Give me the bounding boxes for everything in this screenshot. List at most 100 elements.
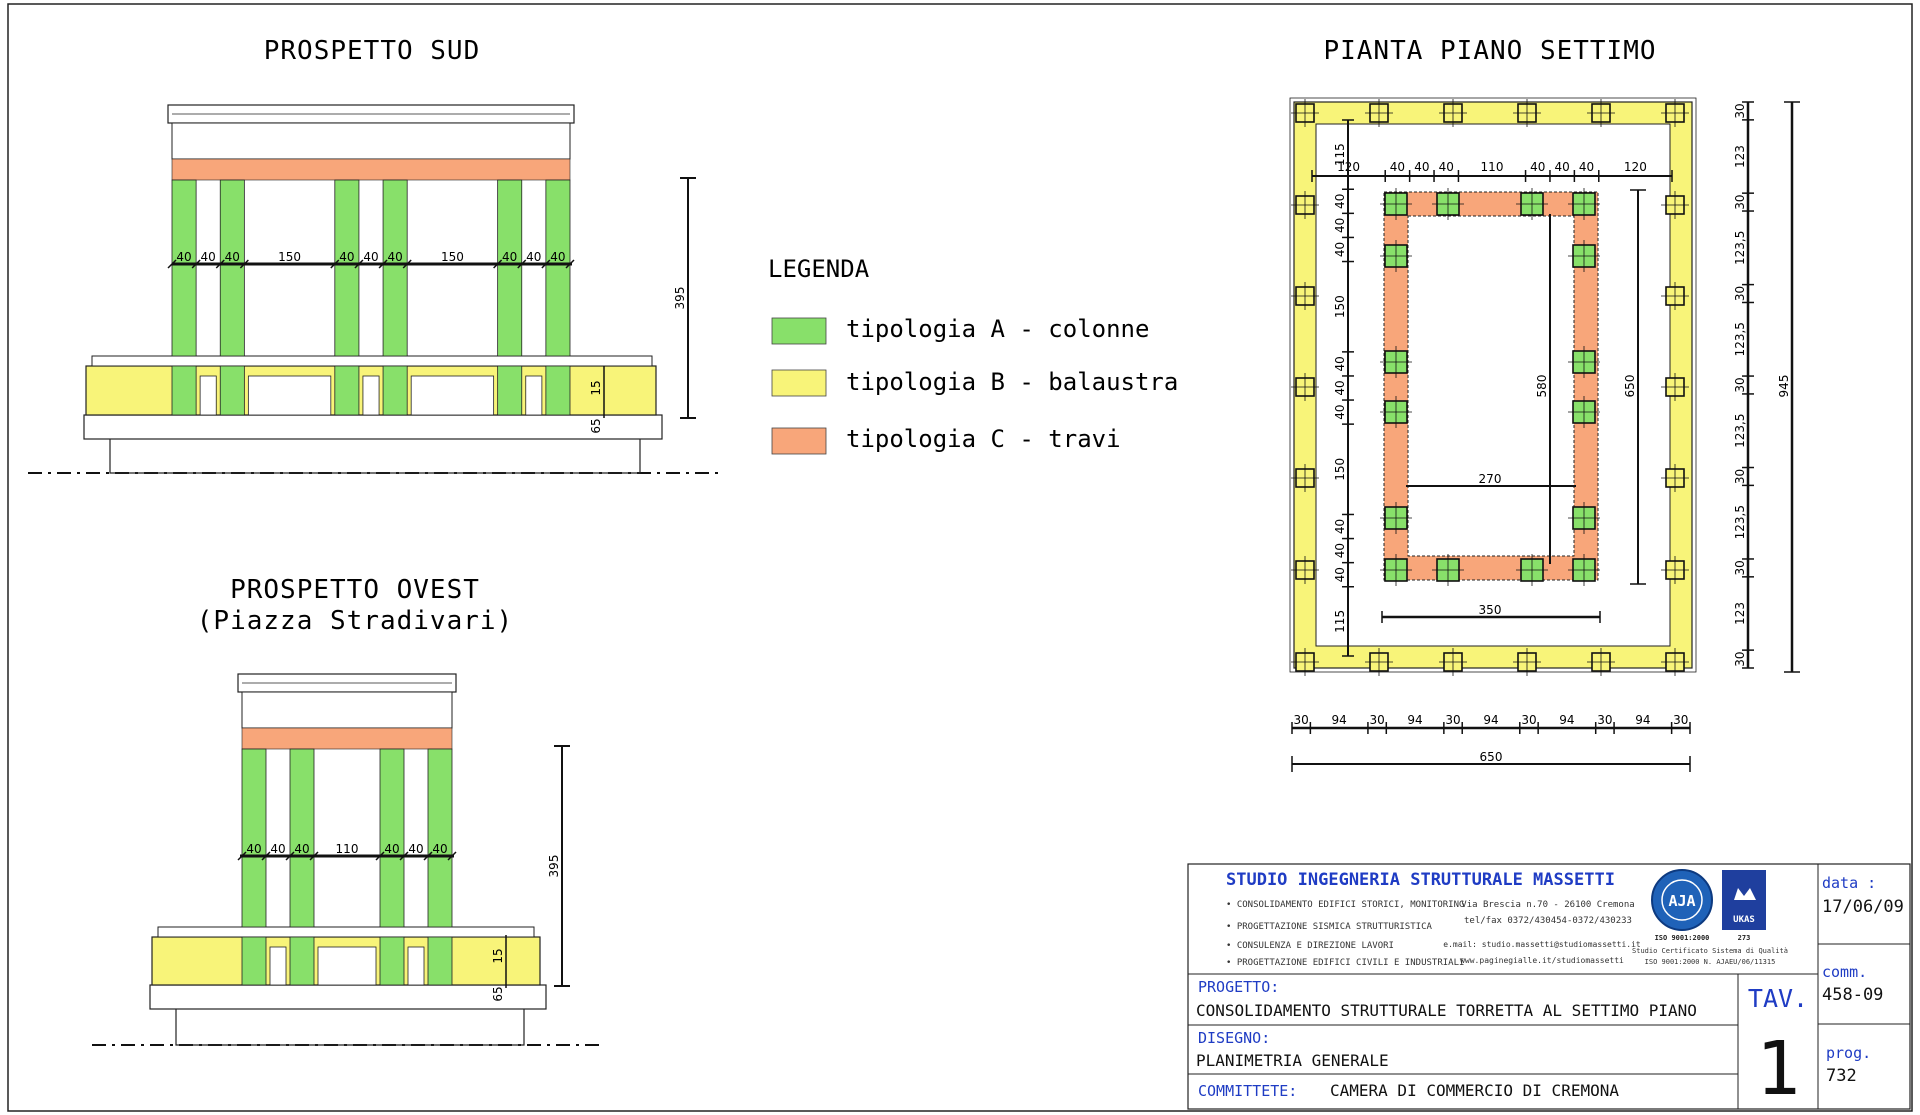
disegno-label: DISEGNO: — [1198, 1029, 1270, 1047]
prog-value: 732 — [1826, 1066, 1857, 1086]
south-rail — [91, 355, 653, 367]
ukas-logo-text: UKAS — [1733, 915, 1755, 925]
south-column-base — [219, 365, 245, 416]
west-column-base — [289, 936, 315, 986]
south-column-base — [497, 365, 523, 416]
west-column — [427, 748, 453, 928]
west-balustrade-panel — [317, 946, 377, 986]
sheet-border — [7, 3, 1913, 1112]
south-dim-tick — [167, 259, 177, 269]
plan-bottom-dim-label: 30 — [1445, 713, 1460, 727]
committente-value: CAMERA DI COMMERCIO DI CREMONA — [1330, 1081, 1619, 1100]
plan-right-dim-label: 30 — [1733, 103, 1747, 118]
south-column — [219, 179, 245, 357]
plan-left-dim-label: 40 — [1333, 543, 1347, 558]
west-dim-label: 40 — [270, 842, 285, 856]
plan-left-dim-label: 40 — [1333, 218, 1347, 233]
legend-title: LEGENDA — [768, 255, 870, 283]
west-base-foot — [175, 1009, 525, 1046]
west-balustrade-panel — [269, 946, 287, 986]
west-dim-label: 40 — [408, 842, 423, 856]
service-line-4: • PROGETTAZIONE EDIFICI CIVILI E INDUSTR… — [1226, 958, 1464, 968]
prog-label: prog. — [1826, 1044, 1871, 1062]
west-column-base — [241, 936, 267, 986]
west-dim-tick — [375, 851, 385, 861]
south-dim-tick — [565, 259, 575, 269]
south-balustrade-panel — [199, 375, 217, 416]
tav-number: 1 — [1756, 1026, 1801, 1112]
west-dim-tick — [309, 851, 319, 861]
south-column — [171, 179, 197, 357]
legend: LEGENDA tipologia A - colonne tipologia … — [768, 255, 1178, 455]
legend-label-a: tipologia A - colonne — [846, 315, 1149, 343]
aja-logo-inner — [1661, 879, 1703, 921]
plan-bottom-dim-label: 94 — [1483, 713, 1498, 727]
plan-right-dim-label: 30 — [1733, 651, 1747, 666]
west-dim-tick — [285, 851, 295, 861]
plan-left-dim-label: 150 — [1333, 458, 1347, 481]
plan-top-dim-label: 40 — [1439, 160, 1454, 174]
south-dim-label: 40 — [225, 250, 240, 264]
plan-dim-270: 270 — [1479, 472, 1502, 486]
plan-right-dim-label: 30 — [1733, 286, 1747, 301]
plan-dim-650-bottom: 650 — [1480, 750, 1503, 764]
south-dim-tick — [239, 259, 249, 269]
plan-beam-void — [1407, 215, 1575, 557]
south-dim-tick — [402, 259, 412, 269]
legend-label-c: tipologia C - travi — [846, 425, 1121, 453]
south-dim-label: 40 — [526, 250, 541, 264]
south-elevation-title: PROSPETTO SUD — [264, 36, 481, 66]
service-line-3: • CONSULENZA E DIREZIONE LAVORI — [1226, 941, 1394, 951]
west-dim-tick — [447, 851, 457, 861]
plan-right-dim-label: 123,5 — [1733, 231, 1747, 265]
plan-bottom-dim-label: 30 — [1673, 713, 1688, 727]
west-dim-label: 110 — [336, 842, 359, 856]
south-dim-tick — [330, 259, 340, 269]
west-column-base — [379, 936, 405, 986]
plan-left-dim-label: 115 — [1333, 610, 1347, 633]
west-base — [149, 984, 547, 1010]
plan-left-dim-label: 40 — [1333, 567, 1347, 582]
cert-line-3: ISO 9001:2000 N. AJAEU/06/11315 — [1645, 958, 1776, 966]
south-dim-label: 40 — [387, 250, 402, 264]
south-dim-label: 150 — [441, 250, 464, 264]
legend-swatch-c — [771, 427, 827, 455]
plan-right-dim-label: 30 — [1733, 377, 1747, 392]
plan-left-dim-label: 150 — [1333, 295, 1347, 318]
south-height-rail: 15 — [589, 380, 603, 395]
south-column — [497, 179, 523, 357]
south-column — [545, 179, 571, 357]
west-column — [241, 748, 267, 928]
data-label: data : — [1822, 874, 1876, 892]
plan-top-dim-label: 120 — [1624, 160, 1647, 174]
plan-title: PIANTA PIANO SETTIMO — [1323, 36, 1656, 66]
south-dim-tick — [378, 259, 388, 269]
south-balustrade-panel — [362, 375, 380, 416]
south-dim-tick — [493, 259, 503, 269]
plan-left-dim-label: 115 — [1333, 143, 1347, 166]
south-balustrade-panel — [410, 375, 495, 416]
plan-right-dim-label: 30 — [1733, 194, 1747, 209]
south-dim-tick — [354, 259, 364, 269]
plan-dim-350: 350 — [1479, 603, 1502, 617]
plan-right-dim-label: 123 — [1733, 602, 1747, 625]
plan-top-dim-label: 40 — [1414, 160, 1429, 174]
cert-number: 273 — [1738, 934, 1751, 942]
address-line-1: Via Brescia n.70 - 26100 Cremona — [1461, 900, 1634, 910]
west-elevation-subtitle: (Piazza Stradivari) — [197, 606, 513, 636]
west-dim-label: 40 — [246, 842, 261, 856]
south-dim-tick — [191, 259, 201, 269]
south-height-base: 65 — [589, 418, 603, 433]
west-column — [379, 748, 405, 928]
south-base — [83, 414, 663, 440]
plan-top-dim-label: 40 — [1390, 160, 1405, 174]
south-dim-label: 40 — [201, 250, 216, 264]
west-column-base — [427, 936, 453, 986]
west-dim-tick — [237, 851, 247, 861]
south-dim-label: 150 — [278, 250, 301, 264]
aja-logo-text: AJA — [1668, 892, 1695, 910]
south-dim-tick — [517, 259, 527, 269]
west-beam — [241, 727, 453, 750]
south-beam — [171, 158, 571, 181]
